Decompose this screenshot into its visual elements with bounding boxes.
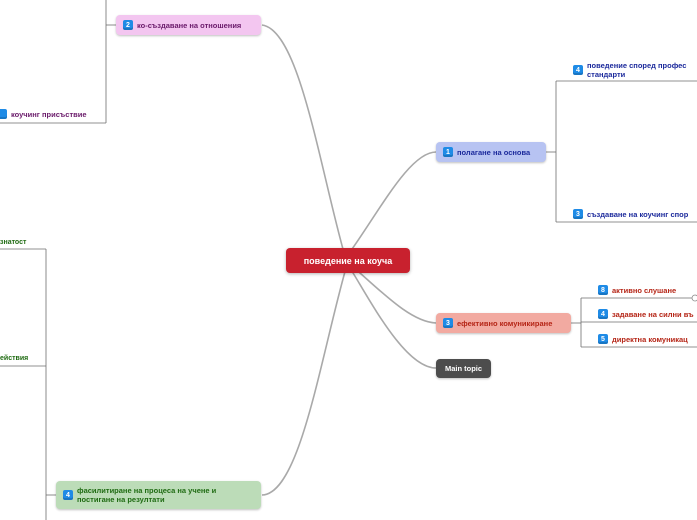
priority-4-icon: 4 [573,65,583,75]
subtopic-actions[interactable]: ействия [0,353,28,363]
subtopic-label: поведение според профес стандарти [587,61,687,79]
priority-4-icon: 4 [598,309,608,319]
subtopic-coaching-agreement[interactable]: 3 създаване на коучинг спор [573,208,688,220]
priority-4-icon: 4 [63,490,73,500]
subtopic-label: създаване на коучинг спор [587,209,689,219]
priority-icon [0,109,7,119]
subtopic-professional-standards[interactable]: 4 поведение според профес стандарти [573,60,697,80]
topic-label: ефективно комуникиране [457,318,553,328]
topic-facilitating-learning[interactable]: 4 фасилитиране на процеса на учене и пос… [56,481,261,509]
priority-5-icon: 5 [598,334,608,344]
priority-2-icon: 2 [123,20,133,30]
subtopic-active-listening[interactable]: 8 активно слушане [598,284,676,296]
priority-3-icon: 3 [573,209,583,219]
topic-lay-foundation[interactable]: 1 полагане на основа [436,142,546,162]
collapse-toggle-icon [691,294,697,302]
link-main [349,267,437,369]
priority-3-icon: 3 [443,318,453,328]
subtopic-label: задаване на силни въ [612,309,694,319]
subtopic-label: директна комуникац [612,334,688,344]
central-topic[interactable]: поведение на коуча [286,248,410,273]
topic-label: Main topic [444,364,483,373]
subtopic-label: активно слушане [612,285,677,295]
topic-effective-communication[interactable]: 3 ефективно комуникиране [436,313,571,333]
link-cocreate [261,24,347,261]
link-foundation [349,151,437,253]
topic-label: ко-създаване на отношения [137,20,242,30]
subtopic-direct-communication[interactable]: 5 директна комуникац [598,333,688,345]
link-facil [261,267,347,496]
subtopic-awareness[interactable]: знатост [0,237,26,247]
topic-label: полагане на основа [457,147,531,157]
topic-main[interactable]: Main topic [436,359,491,378]
priority-1-icon: 1 [443,147,453,157]
subtopic-label: знатост [0,238,27,246]
central-topic-label: поведение на коуча [303,255,393,266]
topic-cocreate-relationship[interactable]: 2 ко-създаване на отношения [116,15,261,35]
subtopic-coaching-presence[interactable]: коучинг присъствие [0,109,87,119]
subtopic-powerful-questions[interactable]: 4 задаване на силни въ [598,308,694,320]
subtopic-label: ействия [0,354,29,362]
priority-8-icon: 8 [598,285,608,295]
topic-label: фасилитиране на процеса на учене и пости… [77,486,217,504]
link-comm [351,265,437,324]
subtopic-label: коучинг присъствие [11,109,87,119]
